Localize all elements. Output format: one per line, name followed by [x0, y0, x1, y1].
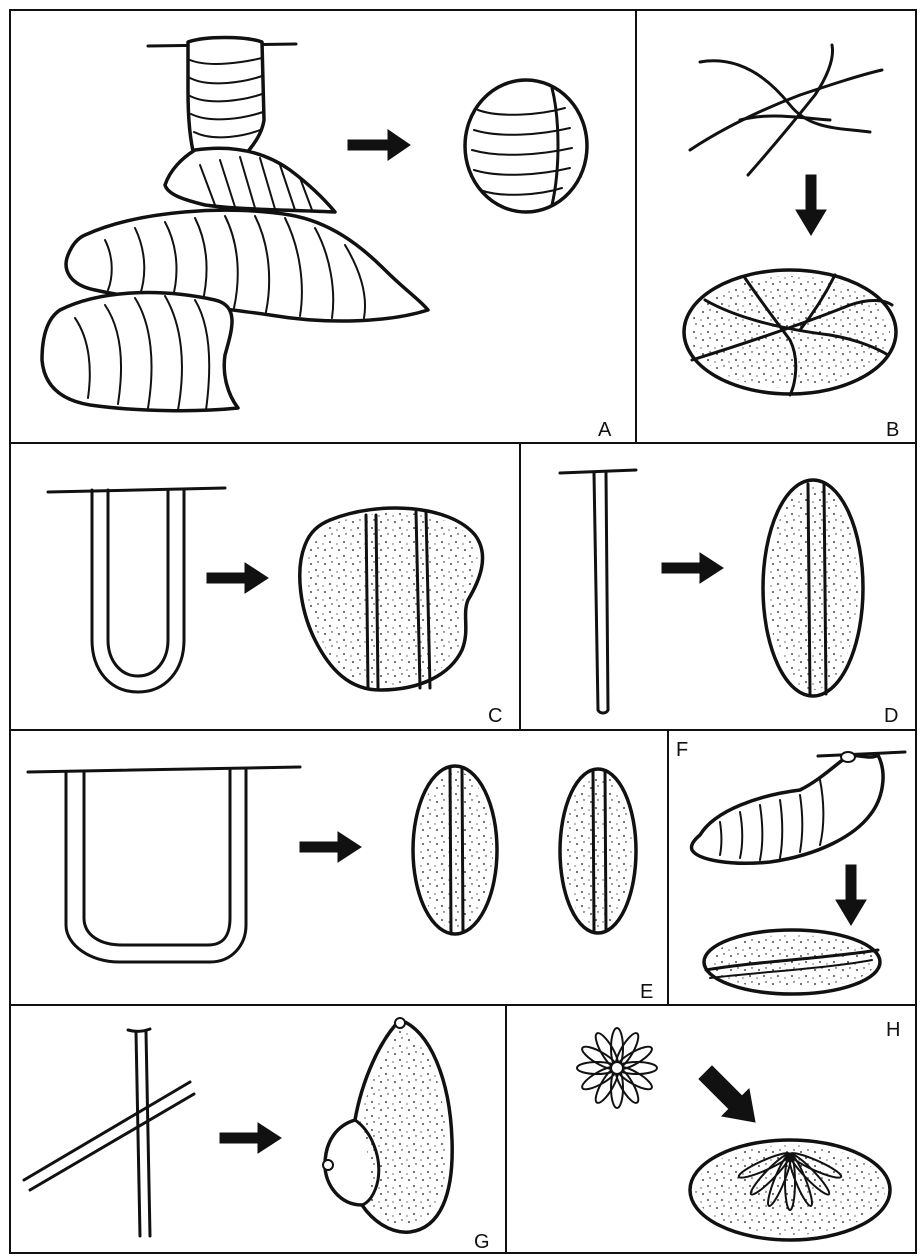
panel-label-a: A: [598, 419, 612, 441]
panel-g-drawing: [24, 1018, 452, 1236]
panel-label-d: D: [884, 705, 898, 727]
panel-e-drawing: [28, 766, 636, 962]
panel-a-drawing: [42, 38, 587, 411]
panel-label-c: C: [488, 705, 502, 727]
panel-label-b: B: [886, 419, 899, 441]
panel-f-drawing: [691, 752, 905, 994]
panel-c-drawing: [48, 488, 483, 692]
starburst: [577, 1028, 657, 1108]
panel-label-g: G: [474, 1231, 490, 1253]
panel-h-drawing: [577, 1028, 890, 1240]
panel-d-drawing: [560, 470, 863, 713]
panel-b-drawing: [684, 45, 896, 395]
panel-label-h: H: [886, 1019, 900, 1041]
panel-label-f: F: [676, 739, 688, 761]
panel-label-e: E: [640, 981, 653, 1003]
